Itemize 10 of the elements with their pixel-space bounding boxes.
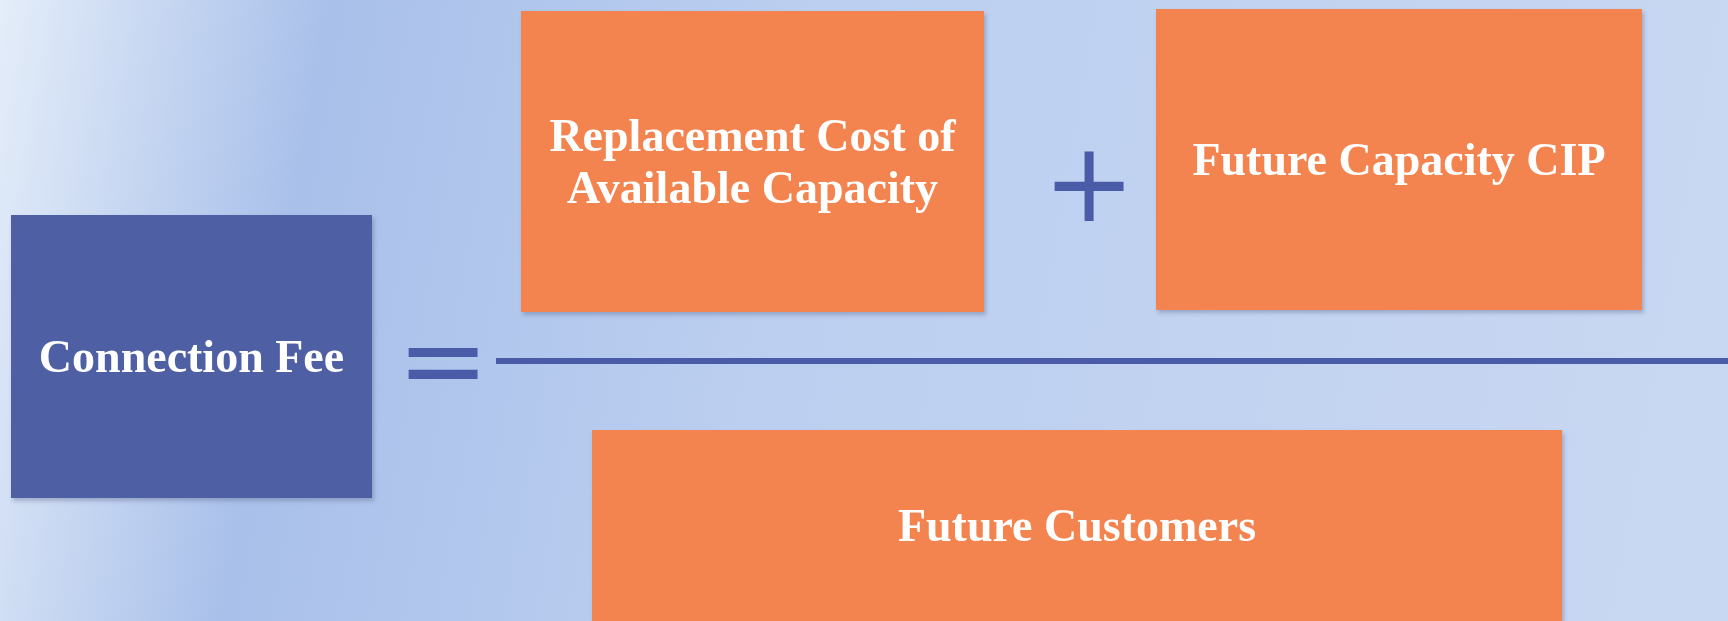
- box-label: Future Customers: [897, 499, 1257, 552]
- term-box: [521, 11, 984, 312]
- term-box: [1156, 9, 1642, 310]
- box-label: Future Capacity CIP: [1192, 133, 1606, 186]
- box-label: Replacement Cost of Available Capacity: [548, 109, 957, 214]
- plus-sign: +: [1043, 128, 1136, 238]
- term-box: [592, 430, 1562, 621]
- result-box: [11, 215, 372, 498]
- equals-sign: =: [397, 305, 490, 415]
- box-label: Connection Fee: [38, 330, 345, 383]
